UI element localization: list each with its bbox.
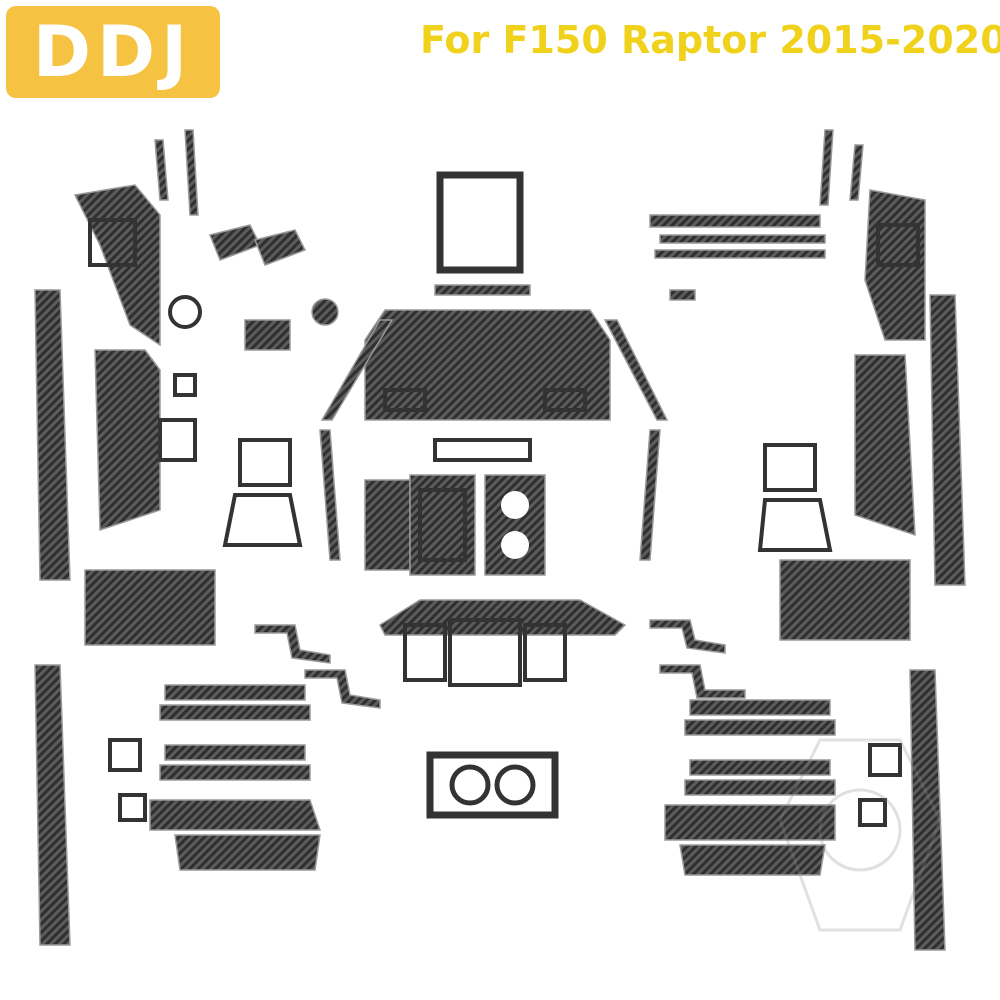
cupholder-console (484, 474, 546, 576)
cup-opening (501, 531, 529, 559)
window-switch-frame (876, 223, 920, 267)
console-side-right (639, 429, 661, 561)
switch-frame (108, 738, 142, 772)
long-trim-strip (654, 249, 826, 259)
pillar-trim-lower-left (34, 664, 71, 946)
door-strip (159, 764, 311, 781)
switch-frame (158, 418, 197, 462)
switch-frame (868, 743, 902, 777)
pillar-trim-lower-right (909, 669, 946, 951)
dash-side-left (320, 319, 394, 421)
door-panel-lower-left (174, 834, 321, 871)
trim-strip (154, 139, 169, 201)
shift-panel-right (854, 354, 916, 537)
screen-bezel (436, 171, 524, 274)
trim-strip (849, 144, 864, 201)
switch-frame (858, 798, 887, 827)
cup-opening (449, 764, 491, 806)
door-panel-lower-right (679, 844, 826, 876)
center-dash (364, 309, 611, 421)
console-panel (364, 479, 411, 571)
lower-frame (523, 623, 567, 682)
cupholder-frame (763, 443, 817, 492)
switch-frame (173, 373, 197, 397)
door-insert-left (84, 569, 216, 646)
cupholder-frame (222, 493, 303, 547)
vent-frame (543, 388, 587, 412)
pillar-trim-right (929, 294, 966, 586)
trim-strip (184, 129, 199, 216)
long-trim-strip (649, 214, 821, 228)
door-strip (689, 699, 831, 716)
bent-strip (304, 669, 381, 709)
dash-strip (434, 284, 531, 296)
door-strip (684, 779, 836, 796)
brand-logo-text: DDJ (32, 11, 194, 93)
lower-frame (403, 623, 447, 682)
cupholder-frame (757, 498, 833, 552)
door-strip (689, 759, 831, 776)
bent-strip (649, 619, 726, 654)
bent-strip (254, 624, 331, 664)
door-strip (164, 744, 306, 761)
shift-panel-left (94, 349, 161, 532)
brand-logo: DDJ (6, 6, 220, 98)
console-frame (418, 488, 467, 562)
cup-opening (494, 764, 536, 806)
door-panel-lower-left (149, 799, 322, 831)
console-side-left (319, 429, 341, 561)
cup-opening (501, 491, 529, 519)
trim-strip (819, 129, 834, 206)
steering-trim (253, 229, 307, 266)
long-trim-strip (659, 234, 826, 244)
vent-frame (383, 388, 427, 412)
knob-trim (311, 298, 339, 326)
steering-trim (244, 319, 291, 351)
door-strip (159, 704, 311, 721)
small-trim (669, 289, 696, 301)
product-title: For F150 Raptor 2015-2020 (420, 18, 1000, 62)
door-strip (164, 684, 306, 701)
dash-side-right (603, 319, 669, 421)
pillar-trim-left (34, 289, 71, 581)
switch-frame (118, 793, 147, 822)
control-frame (433, 438, 532, 462)
door-panel-lower-right (664, 804, 836, 841)
door-strip (684, 719, 836, 736)
ring-trim (168, 295, 202, 329)
window-switch-frame (88, 218, 137, 267)
steering-trim (208, 224, 262, 261)
cupholder-frame (238, 438, 292, 487)
lower-frame (448, 618, 522, 687)
watermark-emblem-icon (778, 738, 942, 932)
bent-strip (659, 664, 746, 699)
door-insert-right (779, 559, 911, 641)
rear-cupholder-frame (426, 751, 559, 819)
lower-dash (379, 599, 627, 636)
